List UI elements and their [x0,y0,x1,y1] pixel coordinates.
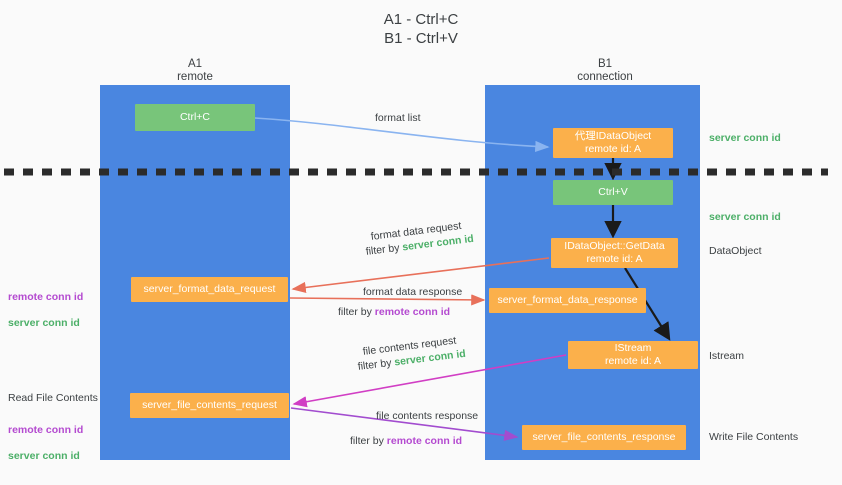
node-server-format-data-response[interactable]: server_format_data_response [489,288,646,313]
node-proxy-idataobject[interactable]: 代理IDataObject remote id: A [553,128,673,158]
filter-prefix: filter by [357,356,396,373]
edge-label-text: format data response [363,286,463,298]
annotation-remote-conn-id: remote conn id [8,424,84,436]
annotation-server-conn-id: server conn id [8,317,80,329]
edge-label-format-list: format list [375,112,421,124]
node-ctrl-v[interactable]: Ctrl+V [553,180,673,205]
annotation-remote-conn-id: remote conn id [8,291,84,303]
arrow-format-data-request [291,257,550,294]
arrow-file-contents-response [290,407,519,441]
node-istream[interactable]: IStream remote id: A [568,341,698,369]
filter-prefix: filter by [350,435,387,447]
annotation-server-conn-id: server conn id [8,450,80,462]
annotation-write-file-contents: Write File Contents [709,431,799,443]
node-idataobject-getdata[interactable]: IDataObject::GetData remote id: A [551,238,678,268]
annotation-server-conn-id-mid: server conn id [709,211,781,223]
filter-prefix: filter by [338,306,375,318]
filter-prefix: filter by [365,241,404,258]
annotation-dataobject: DataObject [709,245,762,257]
lane-header-b1: B1 connection [577,58,633,83]
arrow-file-contents-request [292,354,567,408]
edge-label-format-data-response-filter: filter by remote conn id [338,305,450,320]
node-server-file-contents-response[interactable]: server_file_contents_response [522,425,686,450]
edge-label-text: file contents response [376,410,479,422]
page-title: A1 - Ctrl+C B1 - Ctrl+V [383,11,459,47]
filter-value-remote-conn-id: remote conn id [374,306,451,318]
annotation-server-conn-id-top: server conn id [709,132,781,144]
edge-label-format-data-response: format data response [363,285,462,300]
lane-header-a1: A1 remote [177,58,213,83]
annotation-conn-ids-upper: remote conn id server conn id [8,278,83,343]
arrow-getdata-to-istream [624,267,671,341]
node-server-format-data-request[interactable]: server_format_data_request [131,277,288,302]
edge-label-file-contents-response-filter: filter by remote conn id [350,434,462,449]
arrow-format-list [254,117,550,153]
node-ctrl-c[interactable]: Ctrl+C [135,104,255,131]
edge-label-file-contents-response: file contents response [376,409,478,424]
annotation-read-file-contents: Read File Contents [8,392,98,404]
arrow-format-data-response [289,294,486,306]
annotation-conn-ids-lower: remote conn id server conn id [8,411,83,476]
node-server-file-contents-request[interactable]: server_file_contents_request [130,393,289,418]
filter-value-remote-conn-id: remote conn id [386,435,463,447]
annotation-istream: Istream [709,350,745,362]
